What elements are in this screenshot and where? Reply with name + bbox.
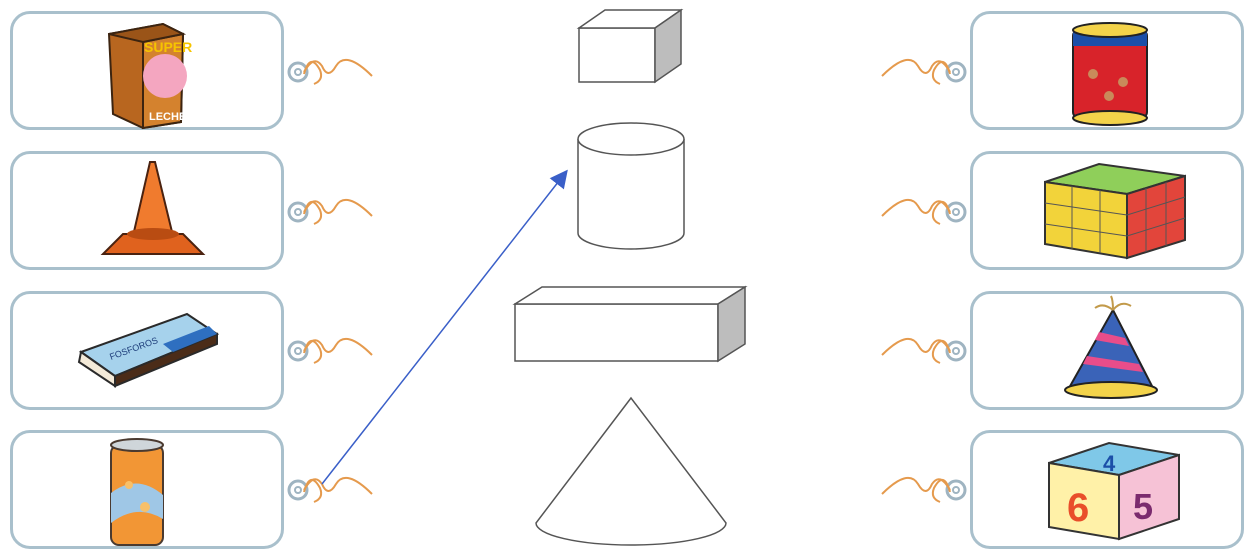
right-tag-string-2 bbox=[881, 198, 967, 225]
card-party-hat[interactable] bbox=[970, 291, 1244, 410]
carton-label-top: SUPER bbox=[144, 39, 192, 55]
left-tag-string-4 bbox=[287, 476, 373, 503]
traffic-cone-icon bbox=[100, 161, 206, 255]
example-match-arrow bbox=[321, 169, 568, 485]
block-digit-side: 5 bbox=[1133, 486, 1153, 527]
party-hat-icon bbox=[1064, 295, 1158, 399]
card-traffic-cone[interactable] bbox=[10, 151, 284, 270]
right-tag-string-3 bbox=[881, 337, 967, 364]
milk-carton-icon: SUPER LECHE bbox=[107, 22, 192, 130]
card-rubiks-cube[interactable] bbox=[970, 151, 1244, 270]
card-matchbox[interactable]: FOSFOROS bbox=[10, 291, 284, 410]
card-food-can[interactable] bbox=[970, 11, 1244, 130]
left-tag-string-2 bbox=[287, 198, 373, 225]
left-tag-string-3 bbox=[287, 337, 373, 364]
soda-can-icon bbox=[110, 438, 164, 546]
block-digit-top: 4 bbox=[1103, 451, 1116, 476]
card-soda-can[interactable] bbox=[10, 430, 284, 549]
toy-block-icon: 4 6 5 bbox=[1048, 441, 1180, 541]
rubiks-cube-icon bbox=[1044, 162, 1186, 260]
right-tag-string-4 bbox=[881, 476, 967, 503]
shape-cone[interactable] bbox=[535, 396, 727, 546]
card-milk-carton[interactable]: SUPER LECHE bbox=[10, 11, 284, 130]
food-can-icon bbox=[1072, 22, 1148, 126]
left-tag-string-1 bbox=[287, 58, 373, 85]
shape-cube[interactable] bbox=[576, 8, 684, 84]
block-digit-front: 6 bbox=[1067, 486, 1089, 530]
carton-label-bottom: LECHE bbox=[149, 111, 186, 123]
matchbox-icon: FOSFOROS bbox=[77, 312, 220, 388]
card-toy-block[interactable]: 4 6 5 bbox=[970, 430, 1244, 549]
right-tag-string-1 bbox=[881, 58, 967, 85]
shape-cylinder[interactable] bbox=[577, 122, 685, 250]
shape-rectangular-prism[interactable] bbox=[512, 285, 748, 363]
